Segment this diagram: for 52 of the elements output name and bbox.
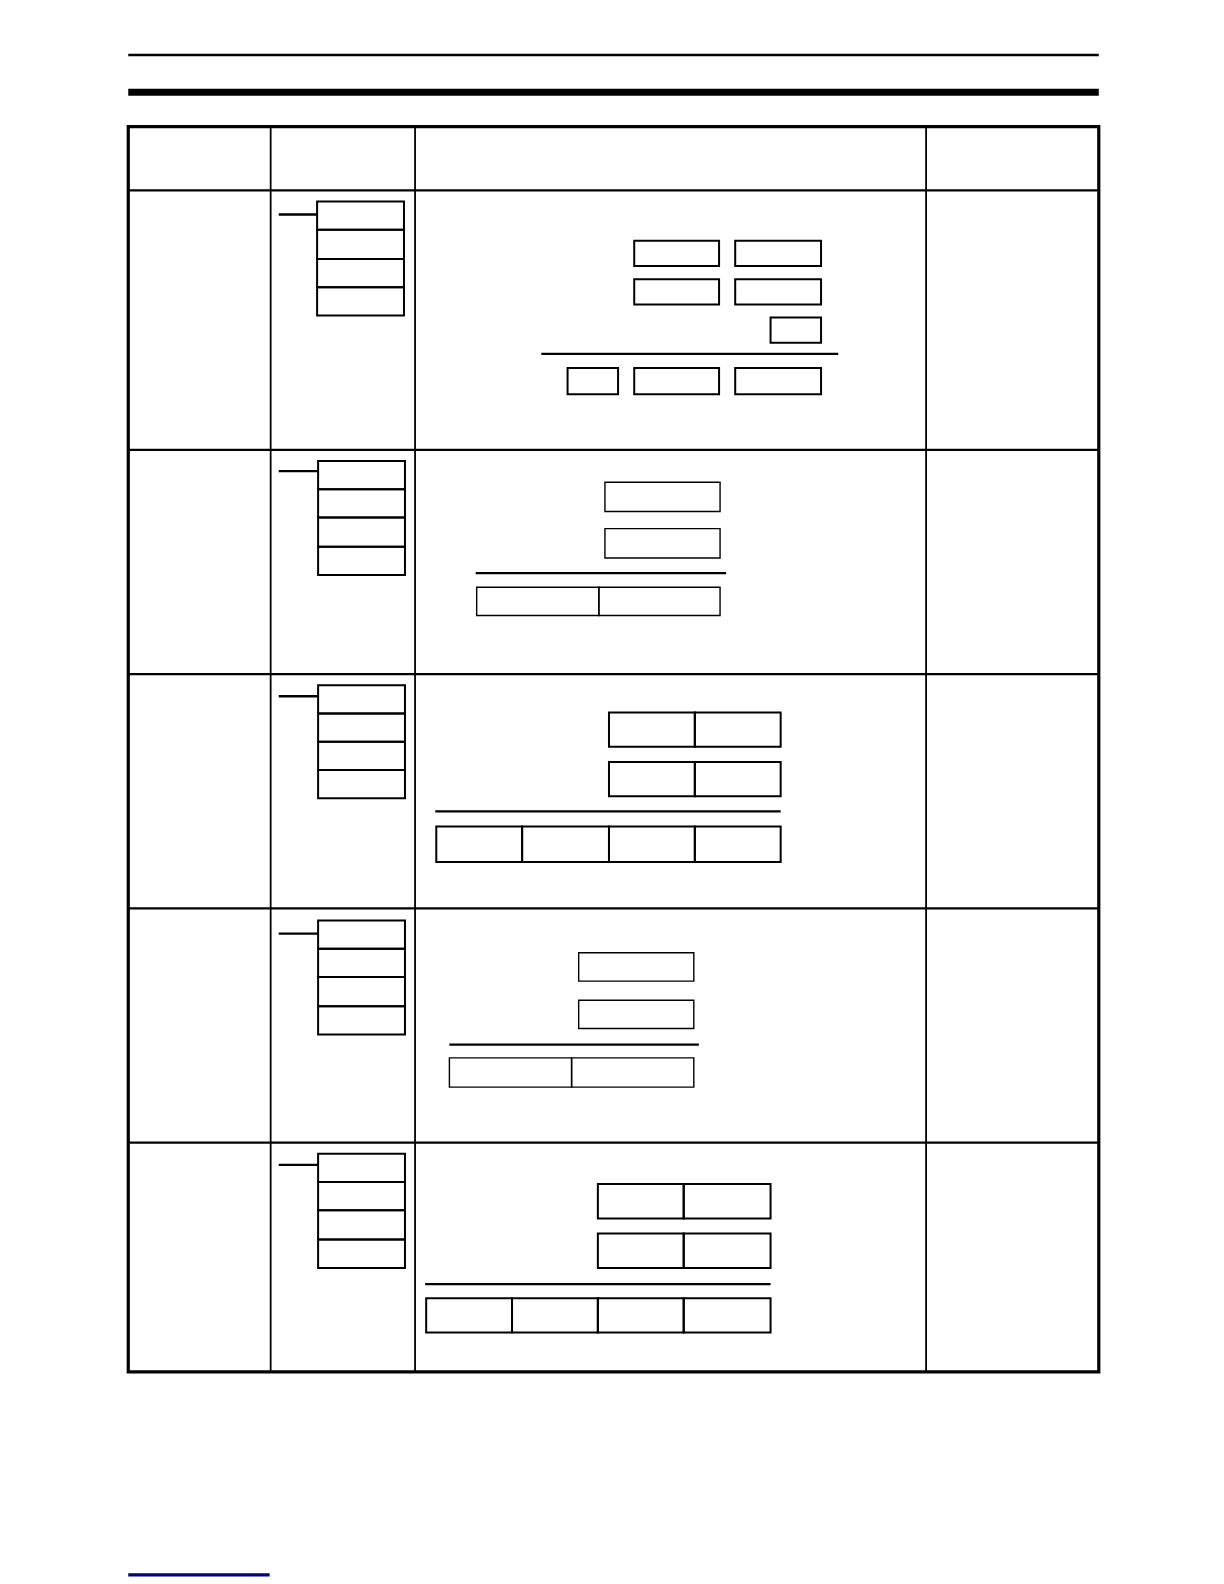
empty-box (317, 740, 406, 771)
empty-box (448, 1057, 573, 1088)
empty-box (317, 1181, 406, 1212)
empty-box (633, 239, 721, 268)
empty-box (598, 586, 721, 617)
empty-box (693, 825, 782, 863)
empty-box (608, 825, 696, 863)
empty-box (604, 481, 721, 513)
empty-box (316, 228, 405, 260)
empty-box (566, 367, 620, 396)
empty-box (317, 1209, 406, 1241)
empty-box (693, 760, 782, 798)
empty-box (604, 527, 721, 559)
empty-box (734, 278, 823, 306)
empty-box (317, 684, 406, 715)
empty-box (316, 200, 405, 231)
empty-box (734, 367, 823, 396)
empty-box (316, 286, 405, 317)
empty-box (435, 825, 524, 863)
empty-box (577, 952, 695, 982)
empty-box (682, 1183, 772, 1220)
empty-box (693, 711, 782, 748)
empty-box (317, 919, 406, 950)
empty-box (608, 711, 696, 748)
empty-box (596, 1183, 685, 1220)
empty-box (633, 367, 721, 396)
empty-box (577, 999, 695, 1030)
empty-box (317, 769, 406, 800)
empty-box (511, 1297, 599, 1334)
empty-box (633, 278, 721, 306)
empty-box (596, 1297, 685, 1334)
empty-box (769, 316, 823, 344)
empty-box (317, 712, 406, 743)
empty-box (476, 586, 600, 617)
empty-box (317, 976, 406, 1008)
empty-box (317, 947, 406, 979)
empty-box (317, 488, 406, 519)
empty-box (317, 459, 406, 491)
empty-box (682, 1232, 772, 1269)
empty-box (317, 1152, 406, 1184)
empty-box (734, 239, 823, 268)
empty-box (317, 1238, 406, 1269)
empty-box (425, 1297, 514, 1334)
empty-box (316, 258, 405, 289)
empty-box (596, 1232, 685, 1269)
empty-box (317, 516, 406, 548)
empty-box (317, 1005, 406, 1036)
empty-box (682, 1297, 772, 1334)
empty-box (608, 760, 696, 798)
empty-box (570, 1057, 695, 1088)
empty-box (317, 545, 406, 577)
empty-box (521, 825, 610, 863)
